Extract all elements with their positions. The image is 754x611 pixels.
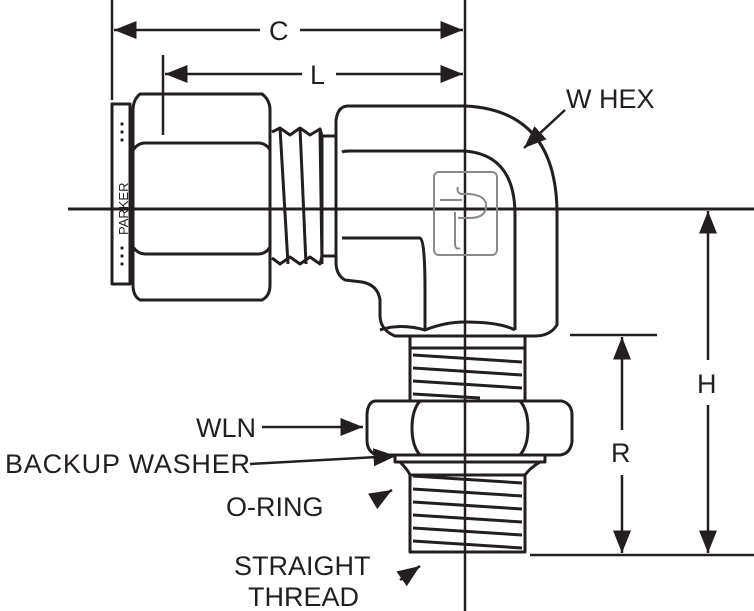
nut-marking-strip [110,102,132,286]
parker-logo [433,171,498,256]
connector-thread [271,126,336,266]
dimension-c [110,0,463,100]
elbow-body [334,104,559,338]
tube-nut [131,92,272,302]
dimension-c-label: C [269,16,289,46]
straight-thread [398,460,541,554]
w-hex-label: W HEX [566,84,655,114]
dimension-l-label: L [310,60,325,90]
dimension-h-label: H [697,369,717,399]
wln-label: WLN [196,413,256,443]
backup-washer [393,453,547,464]
leaders [249,109,566,587]
dimension-r-label: R [611,438,631,468]
centerlines [68,0,754,611]
marking-dots [120,122,124,266]
upper-stem-thread [408,334,527,400]
dimension-r [530,333,754,557]
straight-thread-label-line2: THREAD [248,582,359,611]
o-ring-label: O-RING [226,492,324,522]
nut-marking-text: PARKER [116,183,131,236]
wln-locknut [365,399,574,457]
straight-thread-label-line1: STRAIGHT [234,551,371,581]
backup-washer-label: BACKUP WASHER [5,449,250,479]
